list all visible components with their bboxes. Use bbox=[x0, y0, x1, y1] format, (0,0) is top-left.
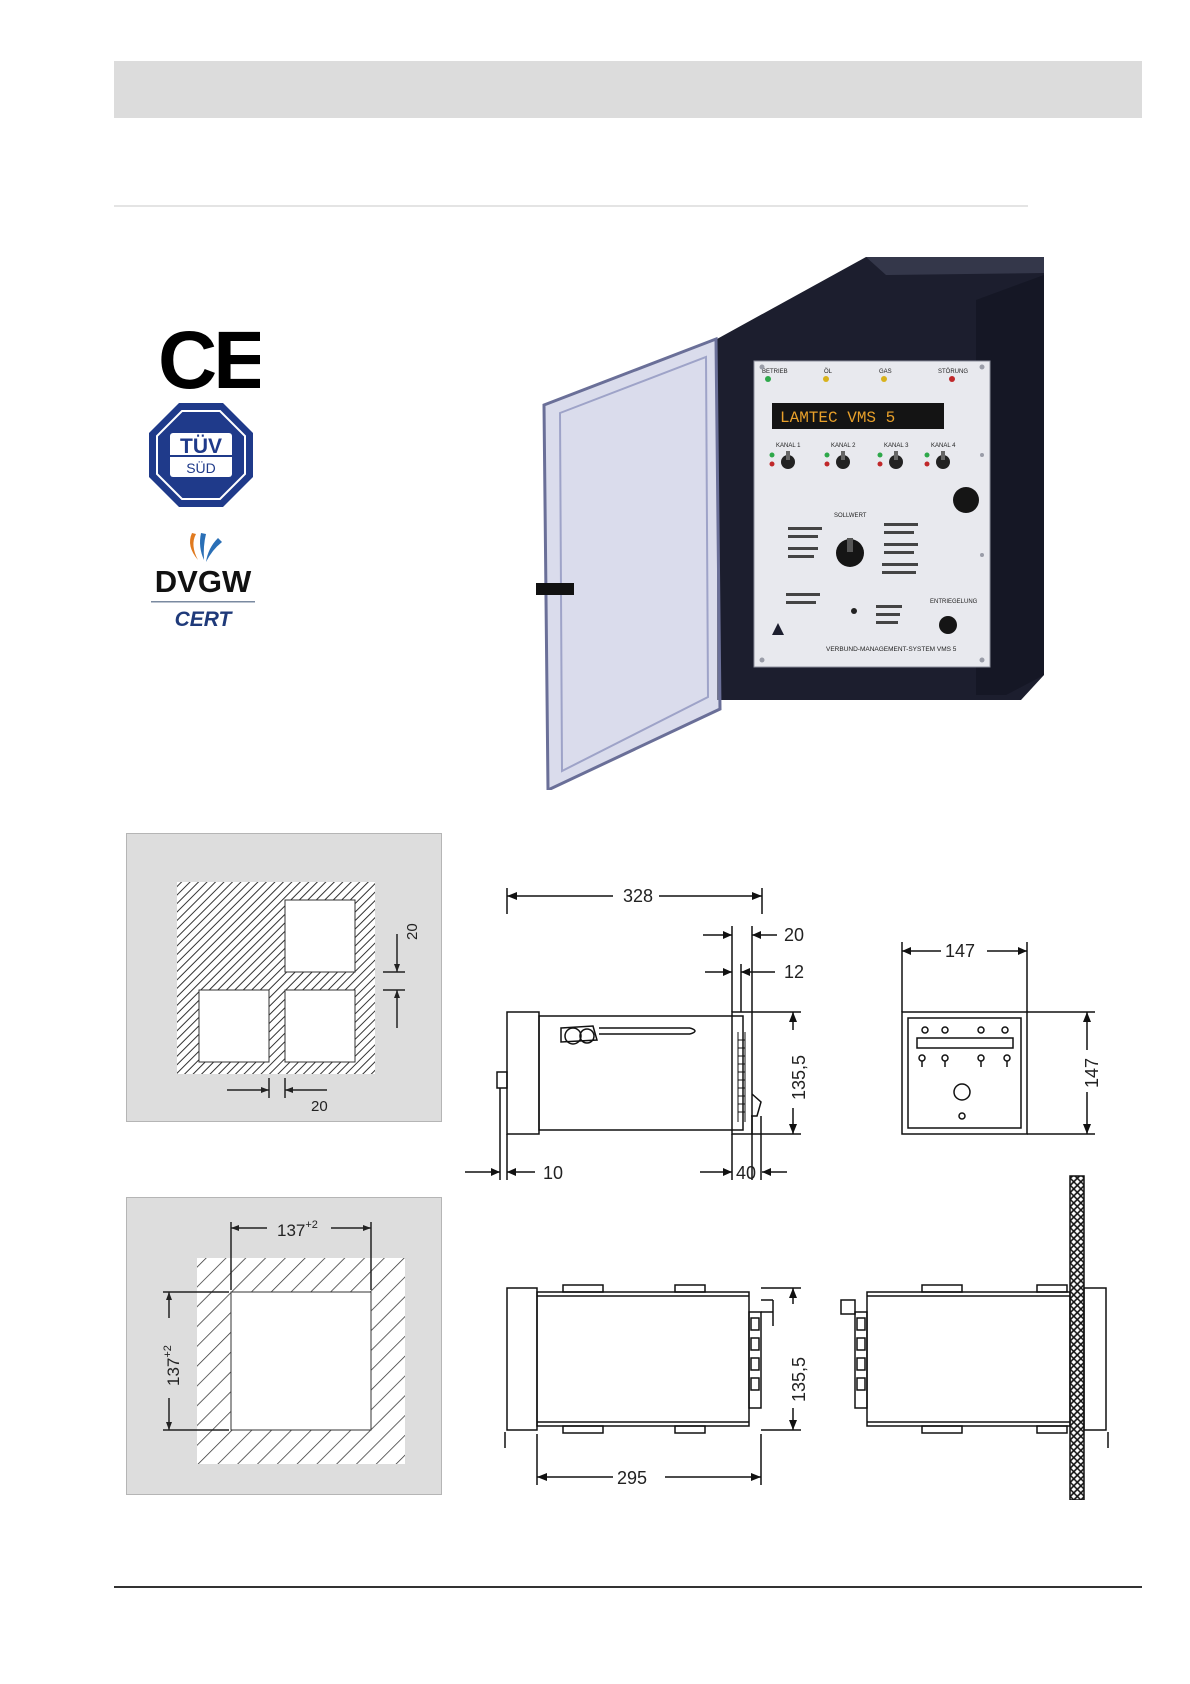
device-photo: BETRIEB ÖL GAS STÖRUNG LAMTEC VMS 5 KANA… bbox=[536, 255, 1132, 790]
cutout-single-panel: 137+2 137+2 bbox=[126, 1197, 442, 1495]
door-handle bbox=[536, 583, 574, 595]
side-knob bbox=[953, 487, 979, 513]
lcd-text: LAMTEC VMS 5 bbox=[780, 409, 895, 427]
led-label-gas: GAS bbox=[879, 369, 892, 375]
dim-width: 137+2 bbox=[277, 1219, 318, 1240]
technical-drawings: 328 20 12 bbox=[455, 860, 1155, 1500]
dim-20: 20 bbox=[784, 925, 804, 945]
reset-button bbox=[939, 616, 957, 634]
single-cutout bbox=[231, 1292, 371, 1430]
dim-12: 12 bbox=[784, 962, 804, 982]
dim-135-5-top: 135,5 bbox=[789, 1357, 809, 1402]
bottom-label: VERBUND-MANAGEMENT-SYSTEM VMS 5 bbox=[826, 646, 957, 653]
led-label-stoerung: STÖRUNG bbox=[938, 368, 968, 375]
dim-40: 40 bbox=[736, 1163, 756, 1183]
cert-text: CERT bbox=[175, 608, 234, 631]
dim-gap-horizontal: 20 bbox=[311, 1098, 328, 1115]
cutout-bottom-right bbox=[285, 990, 355, 1062]
top-view: 135,5 295 bbox=[505, 1285, 809, 1488]
side-view: 328 20 12 bbox=[465, 886, 809, 1183]
dim-147-height: 147 bbox=[1082, 1058, 1102, 1088]
sud-text: SÜD bbox=[186, 459, 216, 476]
dim-10: 10 bbox=[543, 1163, 563, 1183]
panel-mounted-view bbox=[841, 1176, 1108, 1500]
dim-height: 137+2 bbox=[162, 1345, 183, 1386]
channel-label-4: KANAL 4 bbox=[931, 443, 956, 449]
dim-135-5-side: 135,5 bbox=[789, 1055, 809, 1100]
cutout-bottom-left bbox=[199, 990, 269, 1062]
led-label-oel: ÖL bbox=[824, 368, 833, 375]
dvgw-cert-logo: DVGW CERT bbox=[148, 530, 258, 635]
knob-label: SOLLWERT bbox=[834, 513, 867, 519]
ce-mark: CE bbox=[150, 318, 260, 398]
channel-label-2: KANAL 2 bbox=[831, 443, 856, 449]
reset-label: ENTRIEGELUNG bbox=[930, 599, 978, 605]
front-view: 147 147 bbox=[902, 941, 1102, 1134]
channel-label-3: KANAL 3 bbox=[884, 443, 909, 449]
dim-295: 295 bbox=[617, 1468, 647, 1488]
transparent-door bbox=[544, 339, 720, 790]
tuv-sud-logo: TÜV SÜD bbox=[146, 400, 256, 510]
channel-label-1: KANAL 1 bbox=[776, 443, 801, 449]
ce-mark-text: CE bbox=[158, 318, 260, 398]
cutout-multi-panel: 20 20 bbox=[126, 833, 442, 1122]
header-bar bbox=[114, 61, 1142, 118]
dvgw-text: DVGW bbox=[155, 564, 252, 599]
footer-divider bbox=[114, 1586, 1142, 1588]
dim-gap-vertical: 20 bbox=[404, 923, 421, 940]
led-label-betrieb: BETRIEB bbox=[762, 369, 788, 375]
dim-328: 328 bbox=[623, 886, 653, 906]
dim-147-width: 147 bbox=[945, 941, 975, 961]
top-divider bbox=[114, 205, 1028, 207]
tuv-text: TÜV bbox=[180, 435, 222, 458]
cutout-top-right bbox=[285, 900, 355, 972]
